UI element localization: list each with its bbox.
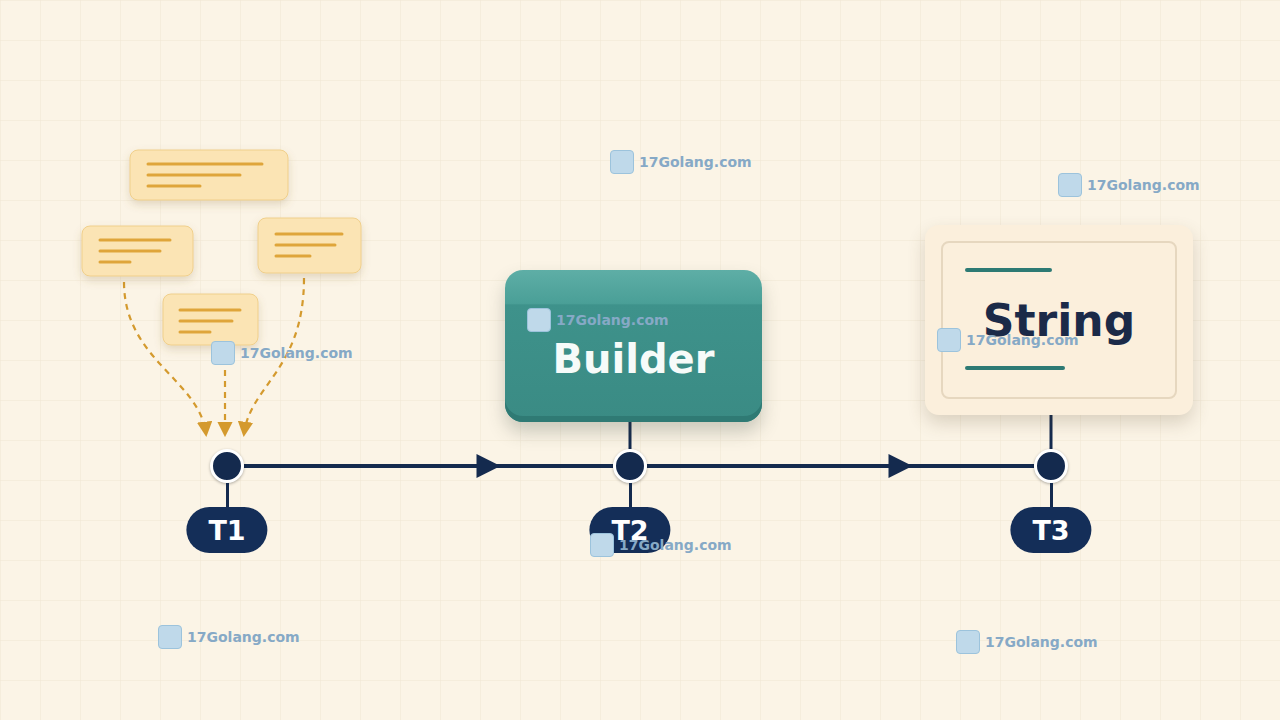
watermark-text: 17Golang.com: [240, 345, 353, 361]
arrow-head: [889, 454, 913, 478]
connector: [630, 422, 631, 449]
watermark: 17Golang.com: [527, 308, 669, 332]
connector: [1051, 415, 1052, 449]
connector: [647, 454, 1034, 478]
connector-line: [629, 422, 632, 449]
watermark-text: 17Golang.com: [556, 312, 669, 328]
watermark-text: 17Golang.com: [639, 154, 752, 170]
watermark: 17Golang.com: [937, 328, 1079, 352]
time-pill: T3: [1010, 507, 1091, 553]
time-pill: T1: [186, 507, 267, 553]
card-line: [965, 268, 1052, 272]
timeline-dot: [1034, 449, 1068, 483]
watermark-text: 17Golang.com: [985, 634, 1098, 650]
watermark: 17Golang.com: [590, 533, 732, 557]
watermark: 17Golang.com: [610, 150, 752, 174]
card-line: [965, 366, 1065, 370]
watermark-icon: [158, 625, 182, 649]
watermark-icon: [527, 308, 551, 332]
watermark: 17Golang.com: [1058, 173, 1200, 197]
watermark-icon: [211, 341, 235, 365]
time-label: T3: [1032, 515, 1069, 546]
connector: [244, 454, 613, 478]
string-card: String: [925, 225, 1193, 415]
watermark: 17Golang.com: [158, 625, 300, 649]
watermark: 17Golang.com: [956, 630, 1098, 654]
timeline-point: T1: [210, 449, 244, 553]
connector-line: [647, 464, 1034, 468]
connector-line: [1050, 415, 1053, 449]
watermark-text: 17Golang.com: [966, 332, 1079, 348]
watermark-icon: [610, 150, 634, 174]
arrow-head: [477, 454, 501, 478]
watermark-icon: [590, 533, 614, 557]
dot-stem: [1050, 483, 1053, 509]
watermark-text: 17Golang.com: [187, 629, 300, 645]
watermark-icon: [956, 630, 980, 654]
watermark-text: 17Golang.com: [1087, 177, 1200, 193]
watermark-text: 17Golang.com: [619, 537, 732, 553]
timeline-dot: [613, 449, 647, 483]
connector-line: [244, 464, 613, 468]
timeline-dot: [210, 449, 244, 483]
builder-block: Builder: [505, 270, 762, 422]
timeline-point: T3: [1034, 449, 1068, 553]
time-label: T1: [208, 515, 245, 546]
watermark-icon: [1058, 173, 1082, 197]
builder-label: Builder: [553, 336, 715, 382]
dot-stem: [226, 483, 229, 509]
watermark: 17Golang.com: [211, 341, 353, 365]
watermark-icon: [937, 328, 961, 352]
dot-stem: [629, 483, 632, 509]
